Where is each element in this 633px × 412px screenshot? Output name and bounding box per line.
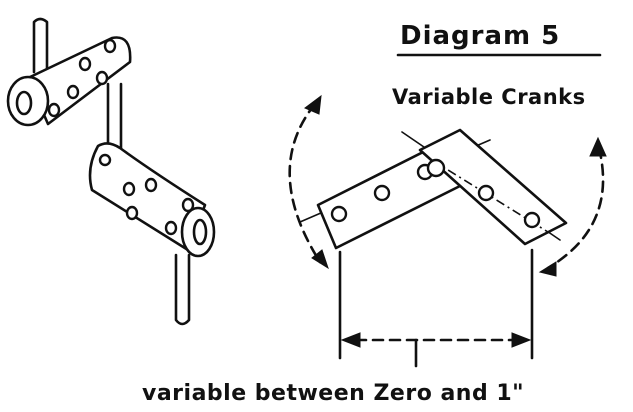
dimension-caption: variable between Zero and 1" <box>142 381 524 406</box>
arc-arrow-down-right <box>538 261 557 277</box>
top-rod <box>32 17 49 74</box>
lower-cylinder <box>88 142 216 258</box>
dimension-arrow-right <box>511 332 532 348</box>
diagram-subtitle: Variable Cranks <box>392 85 586 109</box>
bottom-rod <box>174 253 191 326</box>
dimension-arrow-left <box>340 332 361 348</box>
arc-arrow-up-right <box>589 136 607 157</box>
arc-arrow-down-left <box>311 249 329 270</box>
variable-cranks-drawing <box>288 94 607 368</box>
arc-arrow-up-left <box>304 94 322 115</box>
rotation-arc-right <box>546 146 605 270</box>
diagram-title: Diagram 5 <box>400 21 560 51</box>
right-crank-plate <box>418 128 568 246</box>
rotation-arc-left <box>288 102 322 264</box>
crank-assembly-drawing <box>6 17 216 326</box>
top-cylinder <box>6 36 132 127</box>
